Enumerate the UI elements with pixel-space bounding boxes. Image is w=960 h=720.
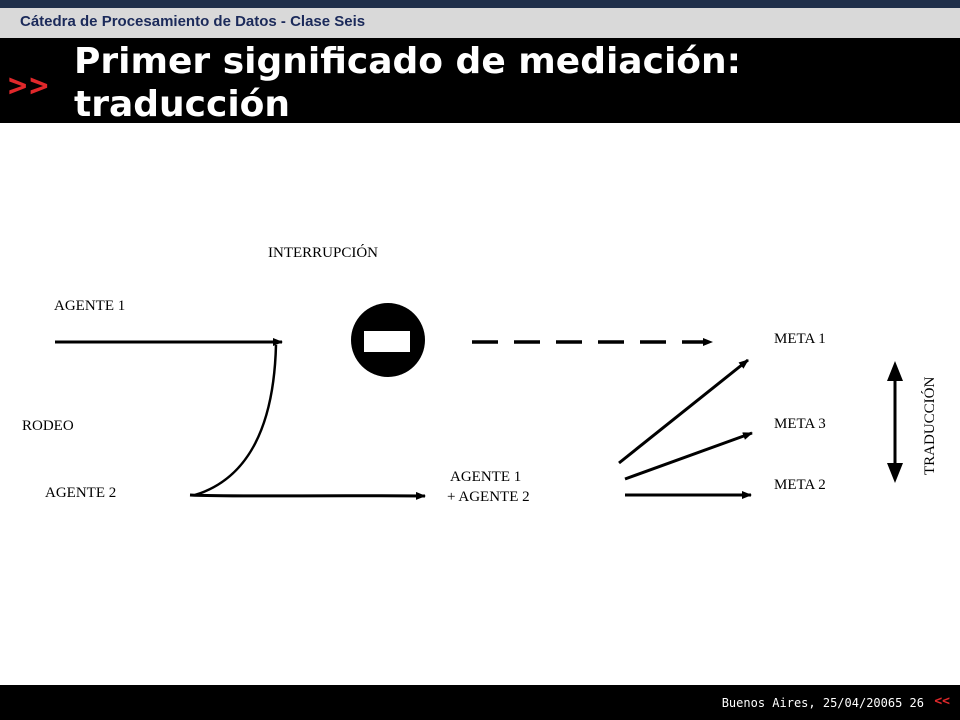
footer-marker: << (934, 694, 950, 709)
goal3-arrow (624, 431, 753, 481)
goal1-label: META 1 (774, 331, 826, 347)
agent2-arrow (189, 491, 426, 500)
course-bar: Cátedra de Procesamiento de Datos - Clas… (0, 8, 960, 38)
interruption-sign-icon (351, 303, 425, 377)
goal1-arrow (618, 358, 749, 465)
translation-diagram: INTERRUPCIÓN AGENTE 1 RODEO AGENTE 2 AGE… (22, 244, 938, 505)
agent1-label: AGENTE 1 (54, 298, 125, 314)
detour-curve (194, 344, 278, 497)
translation-label: TRADUCCIÓN (921, 376, 938, 475)
agent2-label: AGENTE 2 (45, 485, 116, 501)
interruption-label: INTERRUPCIÓN (268, 244, 378, 261)
footer-bar: Buenos Aires, 25/04/20065 26 << (0, 685, 960, 720)
slide-title: Primer significado de mediación: traducc… (74, 41, 742, 123)
translation-double-arrow (887, 361, 903, 483)
goal2-label: META 2 (774, 477, 826, 493)
title-bar: >> Primer significado de mediación: trad… (0, 38, 960, 123)
detour-label: RODEO (22, 418, 74, 434)
combined-agents-line1: AGENTE 1 (450, 469, 521, 485)
course-title: Cátedra de Procesamiento de Datos - Clas… (20, 13, 366, 30)
footer-text: Buenos Aires, 25/04/20065 26 (721, 696, 924, 710)
top-stripe (0, 0, 960, 8)
goal3-label: META 3 (774, 416, 826, 432)
combined-agents-line2: + AGENTE 2 (447, 489, 530, 505)
title-marker: >> (8, 66, 51, 104)
